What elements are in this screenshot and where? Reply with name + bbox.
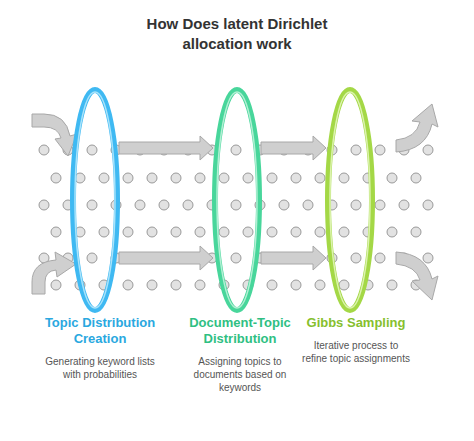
dot [135, 200, 145, 210]
flow-arrows [32, 104, 438, 300]
dot [51, 280, 61, 290]
process-ring: Gibbs SamplingIterative process to refin… [291, 85, 421, 365]
step-heading: Document-Topic Distribution [180, 315, 300, 347]
ring-highlight [330, 92, 370, 308]
dot [195, 227, 205, 237]
dot [291, 173, 301, 183]
dot [423, 145, 433, 155]
dot [87, 145, 97, 155]
flow-arrow [119, 246, 213, 270]
dot [291, 227, 301, 237]
dot [267, 227, 277, 237]
dot [351, 253, 361, 263]
dot [267, 173, 277, 183]
ring-outline [175, 85, 305, 313]
dot [387, 280, 397, 290]
ring-highlight [75, 92, 115, 308]
dot [291, 280, 301, 290]
ring-outline [291, 85, 421, 313]
dot [123, 173, 133, 183]
dot [339, 173, 349, 183]
ring-band [73, 90, 117, 310]
dot [339, 227, 349, 237]
dot [351, 145, 361, 155]
step-description: Assigning topics to documents based on k… [184, 355, 296, 394]
dot [87, 200, 97, 210]
flow-arrow [261, 136, 326, 160]
dot [267, 280, 277, 290]
dot [387, 227, 397, 237]
step-heading: Gibbs Sampling [296, 315, 416, 331]
dot [303, 200, 313, 210]
dot [315, 280, 325, 290]
flow-arrow [261, 246, 326, 270]
step-heading: Topic Distribution Creation [40, 315, 160, 347]
dot [375, 200, 385, 210]
dot [51, 227, 61, 237]
dot [243, 173, 253, 183]
dot [159, 200, 169, 210]
flow-arrow [119, 136, 213, 160]
step-description: Generating keyword lists with probabilit… [44, 355, 156, 381]
dot [399, 200, 409, 210]
dot [375, 253, 385, 263]
dot [99, 173, 109, 183]
dot [243, 227, 253, 237]
dot [183, 200, 193, 210]
ring-band [215, 90, 259, 310]
dot [231, 200, 241, 210]
outgoing-arrow [396, 104, 438, 152]
dot [219, 173, 229, 183]
dot [231, 253, 241, 263]
ring-band [328, 90, 372, 310]
dot [171, 173, 181, 183]
incoming-arrow [32, 114, 77, 156]
dot [195, 173, 205, 183]
dot [51, 173, 61, 183]
dot [423, 253, 433, 263]
process-ring: Document-Topic DistributionAssigning top… [175, 85, 305, 394]
dot [387, 173, 397, 183]
dot [219, 227, 229, 237]
dot [39, 145, 49, 155]
dot [351, 200, 361, 210]
dot [171, 280, 181, 290]
dot [171, 227, 181, 237]
dot [231, 145, 241, 155]
dot [315, 173, 325, 183]
ring-outline [35, 85, 165, 313]
ring-highlight [217, 92, 257, 308]
dot [315, 227, 325, 237]
process-ring: Topic Distribution CreationGenerating ke… [35, 85, 165, 381]
diagram-title: How Does latent Dirichlet allocation wor… [137, 14, 337, 54]
dot [423, 200, 433, 210]
dot [99, 227, 109, 237]
dot [279, 200, 289, 210]
outgoing-arrow [396, 252, 438, 300]
dot [123, 227, 133, 237]
dot [411, 173, 421, 183]
dot [147, 173, 157, 183]
dot [87, 253, 97, 263]
dot [411, 227, 421, 237]
incoming-arrow [32, 252, 76, 294]
dot [147, 280, 157, 290]
dot [339, 280, 349, 290]
dot [375, 145, 385, 155]
dot [123, 280, 133, 290]
dot [147, 227, 157, 237]
dot [195, 280, 205, 290]
dot [39, 200, 49, 210]
step-description: Iterative process to refine topic assign… [300, 339, 412, 365]
